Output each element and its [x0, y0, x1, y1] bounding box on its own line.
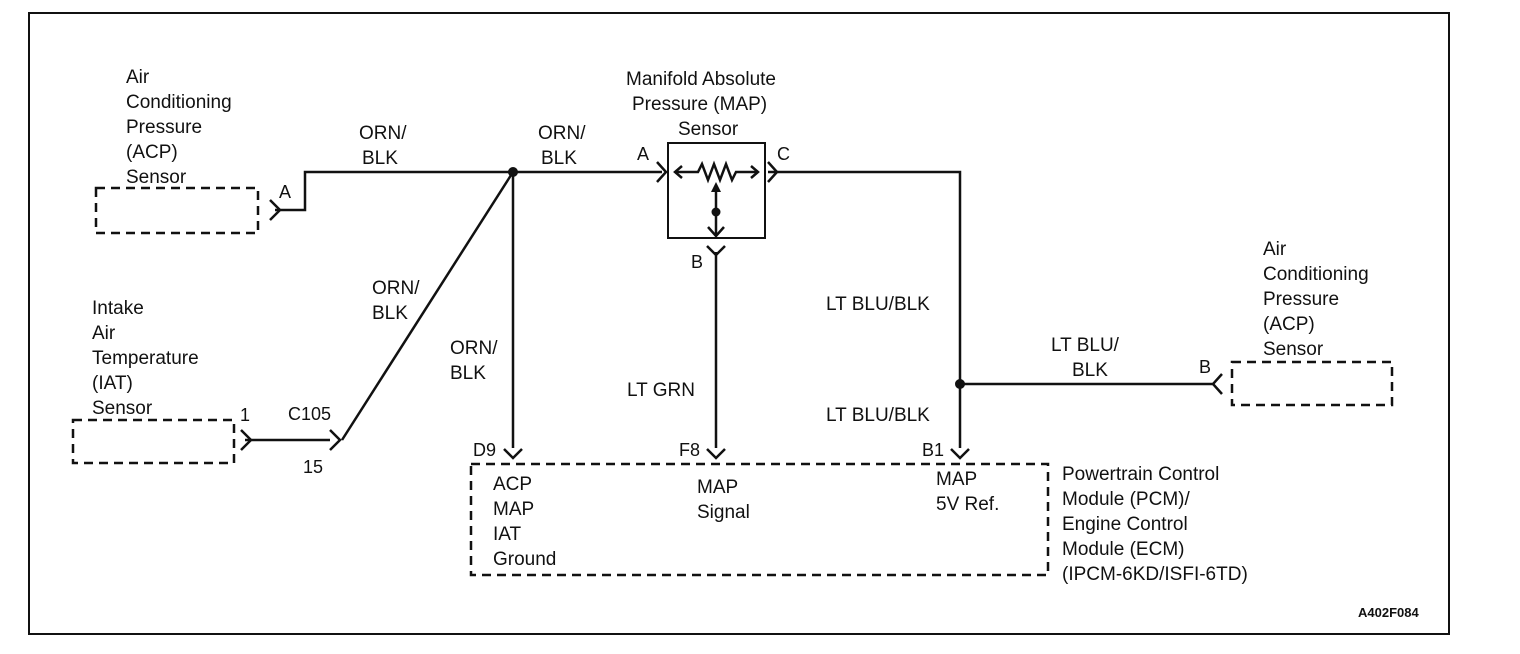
wire-label-splice-to-pcm: ORN/ BLK	[450, 338, 503, 384]
acp-left-pin-label: A	[279, 182, 291, 202]
pcm-module-box	[469, 462, 1050, 577]
pcm-module-label: Powertrain Control Module (PCM)/ Engine …	[1062, 464, 1248, 585]
iat-sensor-box	[71, 418, 236, 465]
pcm-terminal-f8-description: MAP Signal	[697, 477, 750, 523]
c105-connector-symbol	[329, 429, 342, 451]
pcm-terminal-d9-description: ACP MAP IAT Ground	[493, 474, 556, 570]
wire-label-acp-to-splice: ORN/ BLK	[359, 123, 412, 169]
splice-point-orn-blk	[508, 167, 518, 177]
map-pin-c-connector	[767, 161, 779, 183]
map-sensor-label: Manifold Absolute Pressure (MAP) Sensor	[626, 69, 781, 140]
wire-label-splice-to-map: ORN/ BLK	[538, 123, 591, 169]
acp-right-connector-symbol	[1211, 373, 1223, 395]
c105-name-label: C105	[288, 404, 331, 424]
figure-code: A402F084	[1358, 605, 1419, 620]
acp-sensor-right-label: Air Conditioning Pressure (ACP) Sensor	[1263, 239, 1374, 360]
wire-map-reference	[768, 170, 962, 448]
pcm-terminal-b1-description: MAP 5V Ref.	[936, 469, 999, 515]
map-wiper-dot	[711, 207, 721, 217]
pcm-pin-b1-connector	[950, 448, 970, 460]
connector-c105: C105 15	[245, 404, 342, 477]
acp-sensor-left-label: Air Conditioning Pressure (ACP) Sensor	[126, 67, 237, 188]
wire-label-map-signal: LT GRN	[627, 380, 695, 401]
iat-sensor-label: Intake Air Temperature (IAT) Sensor	[92, 298, 204, 419]
splice-point-lt-blu-blk	[955, 379, 965, 389]
map-pin-a-label: A	[637, 144, 649, 164]
wire-acp-to-splice	[275, 170, 513, 212]
map-pin-a-connector	[656, 161, 668, 183]
acp-sensor-right: Air Conditioning Pressure (ACP) Sensor B	[1199, 239, 1394, 407]
wire-label-ref-to-acp: LT BLU/ BLK	[1051, 335, 1124, 381]
pcm-pin-d9-connector	[503, 448, 523, 460]
map-pin-c-label: C	[777, 144, 790, 164]
acp-right-pin-label: B	[1199, 357, 1211, 377]
acp-sensor-left-box	[94, 186, 260, 235]
pcm-pin-b1-label: B1	[922, 440, 944, 460]
pcm-pin-f8-label: F8	[679, 440, 700, 460]
c105-pin-label: 15	[303, 457, 323, 477]
wire-label-map-ref-lower: LT BLU/BLK	[826, 405, 930, 426]
iat-pin-label: 1	[240, 405, 250, 425]
wire-label-c105-to-splice: ORN/ BLK	[372, 278, 425, 324]
pcm-pin-f8-connector	[706, 448, 726, 460]
map-resistor-zigzag	[675, 160, 758, 184]
pcm-pin-d9-label: D9	[473, 440, 496, 460]
diagram-frame	[28, 12, 1450, 635]
wire-label-map-ref-upper: LT BLU/BLK	[826, 294, 930, 315]
map-pin-b-label: B	[691, 252, 703, 272]
acp-sensor-right-box	[1230, 360, 1394, 407]
acp-sensor-left: Air Conditioning Pressure (ACP) Sensor A	[94, 67, 291, 235]
map-pin-b-connector	[706, 245, 726, 257]
map-sensor-box	[667, 142, 766, 239]
pcm-module: Powertrain Control Module (PCM)/ Engine …	[469, 440, 1248, 585]
iat-sensor: Intake Air Temperature (IAT) Sensor 1	[71, 298, 253, 465]
map-wiper-arrowhead	[711, 182, 721, 192]
map-internal-terminal-b	[707, 226, 725, 238]
map-sensor: Manifold Absolute Pressure (MAP) Sensor …	[626, 69, 790, 272]
wire-c105-to-splice	[340, 171, 515, 441]
